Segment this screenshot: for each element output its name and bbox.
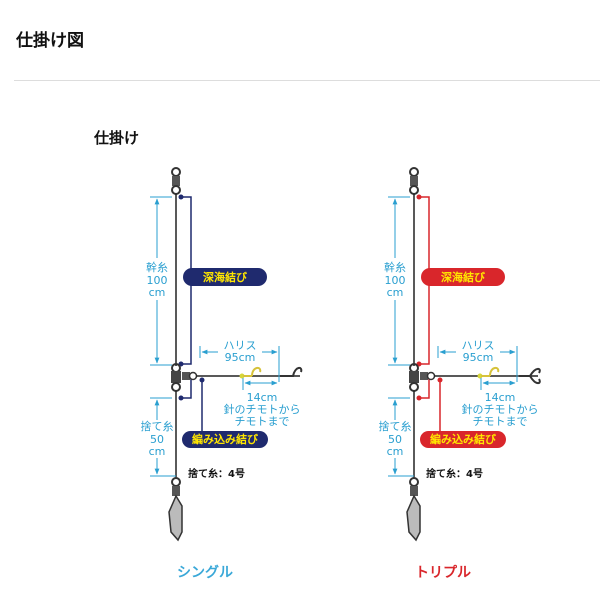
knot-bottom-badge [420,431,506,448]
snap-swivel-icon [168,477,183,542]
rig-single: 幹糸 100 cm 深海結び ハリス 95cm 14cm 針のチモトから チモト… [141,167,303,581]
main-line-length: 100 [147,274,168,287]
hook-icon [280,366,303,377]
treble-hook-icon [519,367,541,385]
knot-top-badge [183,268,267,286]
sinker-line-spec: 捨て糸：4号 [188,467,245,480]
rig-caption: トリプル [415,565,471,581]
top-swivel-icon [171,167,181,195]
leader-label: ハリス [462,339,495,352]
hook-gap: 14cm [247,391,278,404]
hook-icon [481,366,500,377]
three-way-swivel-icon [409,363,436,392]
hook-gap-note: 針のチモトから [224,402,301,416]
three-way-swivel-icon [171,363,198,392]
sinker-line-length: 50 [388,433,402,446]
knot-top-label: 深海結び [203,270,248,284]
sinker-line-label: 捨て糸 [379,419,412,433]
rig-triple: 幹糸 100 cm 深海結び ハリス 95cm 14cm 針のチモトから チモト… [379,167,541,581]
snap-swivel-icon [406,477,421,542]
knot-top-label: 深海結び [441,270,486,284]
main-line-label: 幹糸 [384,260,406,274]
hook-gap-note: 針のチモトから [462,402,539,416]
leader-length: 95cm [225,351,256,364]
hook-gap-note: チモトまで [235,415,290,428]
main-line-unit: cm [387,286,404,299]
knot-bottom-label: 編み込み結び [192,432,259,446]
knot-top-badge [421,268,505,286]
knot-bottom-label: 編み込み結び [430,432,497,446]
sinker-line-unit: cm [149,445,166,458]
hook-icon [243,366,262,377]
sinker-line-spec: 捨て糸：4号 [426,467,483,480]
top-swivel-icon [409,167,419,195]
hook-gap-note: チモトまで [473,415,528,428]
main-line-length: 100 [385,274,406,287]
leader-length: 95cm [463,351,494,364]
sinker-line-label: 捨て糸 [141,419,174,433]
rig-caption: シングル [177,564,233,581]
sinker-line-unit: cm [387,445,404,458]
hook-gap: 14cm [485,391,516,404]
page-title: 仕掛け図 [16,31,84,51]
main-line-label: 幹糸 [146,260,168,274]
knot-bottom-badge [182,431,268,448]
knot-bracket-bottom [418,378,430,399]
knot-bracket-bottom [180,378,192,399]
divider [14,80,600,81]
leader-label: ハリス [224,339,257,352]
sinker-line-length: 50 [150,433,164,446]
section-title: 仕掛け [94,129,140,147]
main-line-unit: cm [149,286,166,299]
